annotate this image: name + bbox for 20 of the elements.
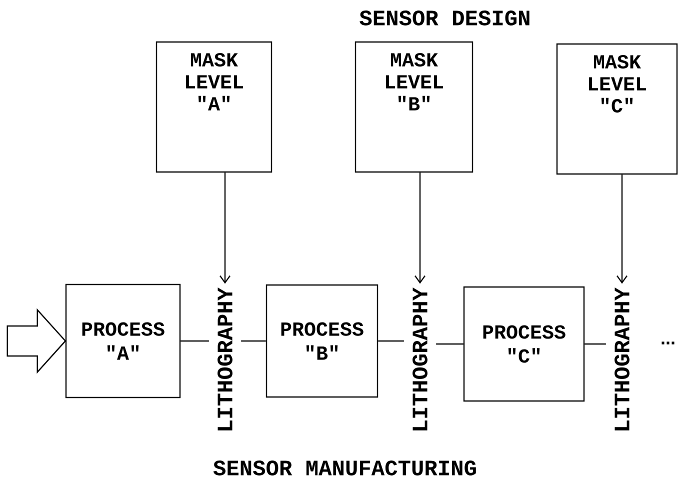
ellipsis: ...	[662, 342, 674, 344]
connector-line	[241, 340, 266, 342]
process-box: PROCESS "C"	[463, 286, 585, 402]
arrow	[220, 172, 230, 284]
process-box: PROCESS "A"	[65, 284, 181, 398]
process-box: PROCESS "B"	[266, 284, 378, 398]
process-label: LITHOGRAPHY	[218, 287, 232, 430]
mask-box: MASK LEVEL "A"	[156, 41, 272, 173]
connector-line	[180, 340, 209, 342]
process-label: LITHOGRAPHY	[412, 287, 428, 430]
caption: SENSOR MANUFACTURING	[213, 460, 476, 476]
mask-box: MASK LEVEL "C"	[556, 43, 678, 175]
arrow	[414, 172, 426, 284]
connector-line	[436, 343, 464, 345]
connector-line	[584, 343, 606, 345]
arrow	[616, 174, 628, 284]
process-label: LITHOGRAPHY	[614, 287, 630, 430]
title: SENSOR DESIGN	[360, 10, 530, 26]
connector-line	[378, 340, 404, 342]
mask-box: MASK LEVEL "B"	[354, 41, 474, 173]
